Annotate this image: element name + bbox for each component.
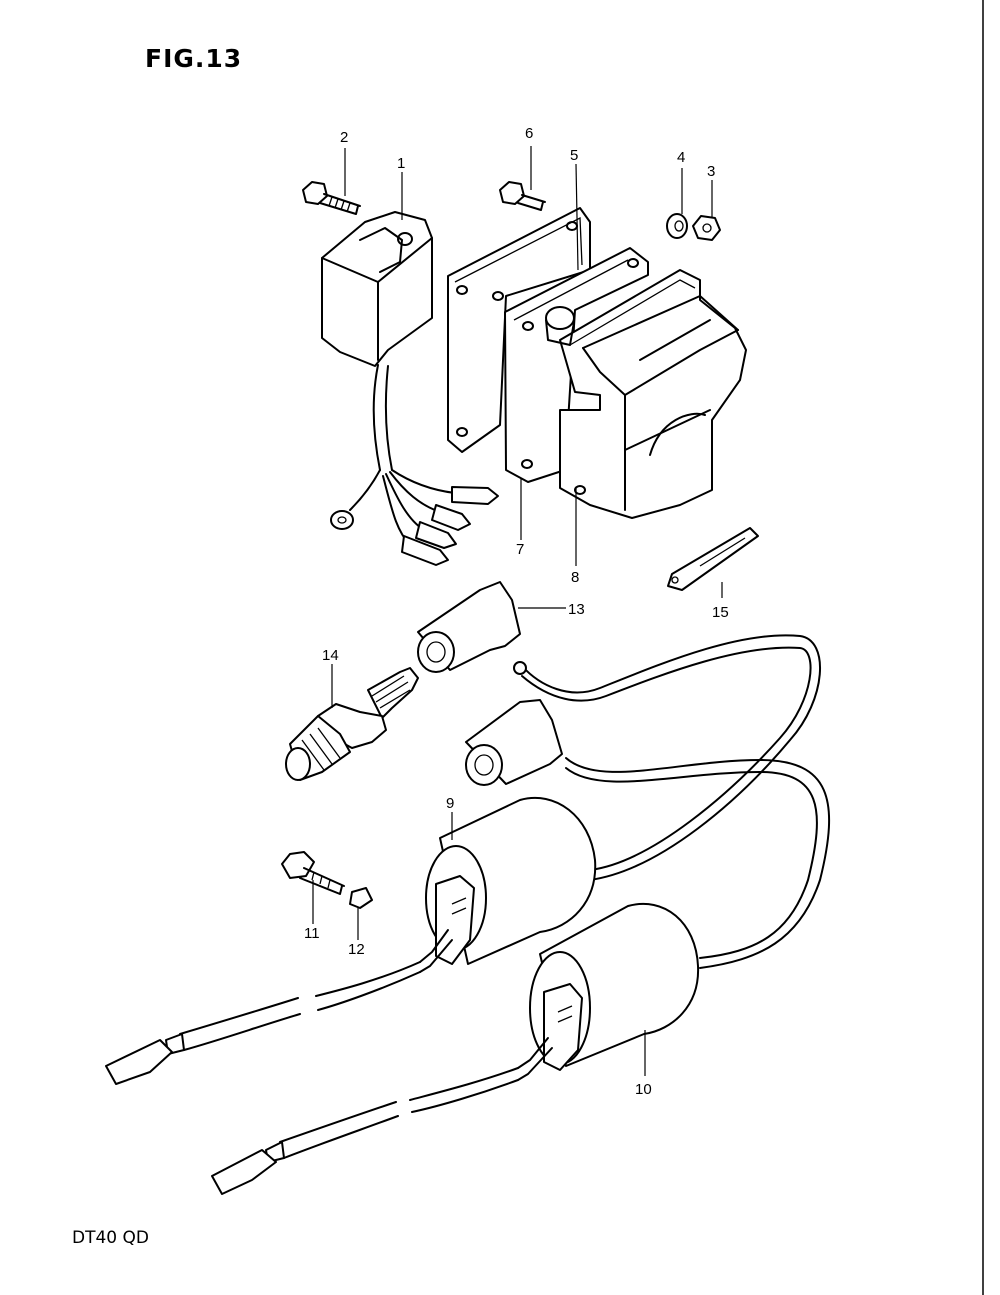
callout-8: 8 [571,569,579,586]
callout-5: 5 [570,147,578,164]
callout-labels: 2 1 6 5 4 3 7 8 13 15 14 9 11 12 10 [304,125,729,1098]
ignition-coil-part-10 [211,902,700,1195]
model-label: DT40 QD [72,1228,149,1248]
cdi-unit-part-1 [321,211,499,566]
ignition-coil-part-9 [105,796,597,1085]
callout-3: 3 [707,163,715,180]
callout-15: 15 [712,604,729,621]
callout-11: 11 [304,925,320,942]
leader-lines [312,146,723,1076]
gasket-part-7 [492,247,649,483]
callout-4: 4 [677,149,685,166]
figure-title: FIG.13 [145,44,243,73]
spark-plug-part-14 [285,667,419,781]
callout-12: 12 [348,941,365,958]
clamp-part-15 [667,527,759,591]
bolt-part-11 [281,851,345,895]
callout-13: 13 [568,601,585,618]
lock-washer-part-12 [349,887,373,909]
callout-2: 2 [340,129,348,146]
plug-cap-part-13 [417,581,831,969]
callout-14: 14 [322,647,339,664]
callout-9: 9 [446,795,454,812]
callout-6: 6 [525,125,533,142]
callout-10: 10 [635,1081,652,1098]
bolt-part-6 [499,181,546,211]
regulator-part-8 [545,269,747,519]
bolt-part-2 [302,181,361,215]
callout-7: 7 [516,541,524,558]
nut-part-3 [692,215,721,241]
washer-part-4 [666,213,688,239]
callout-1: 1 [397,155,405,172]
